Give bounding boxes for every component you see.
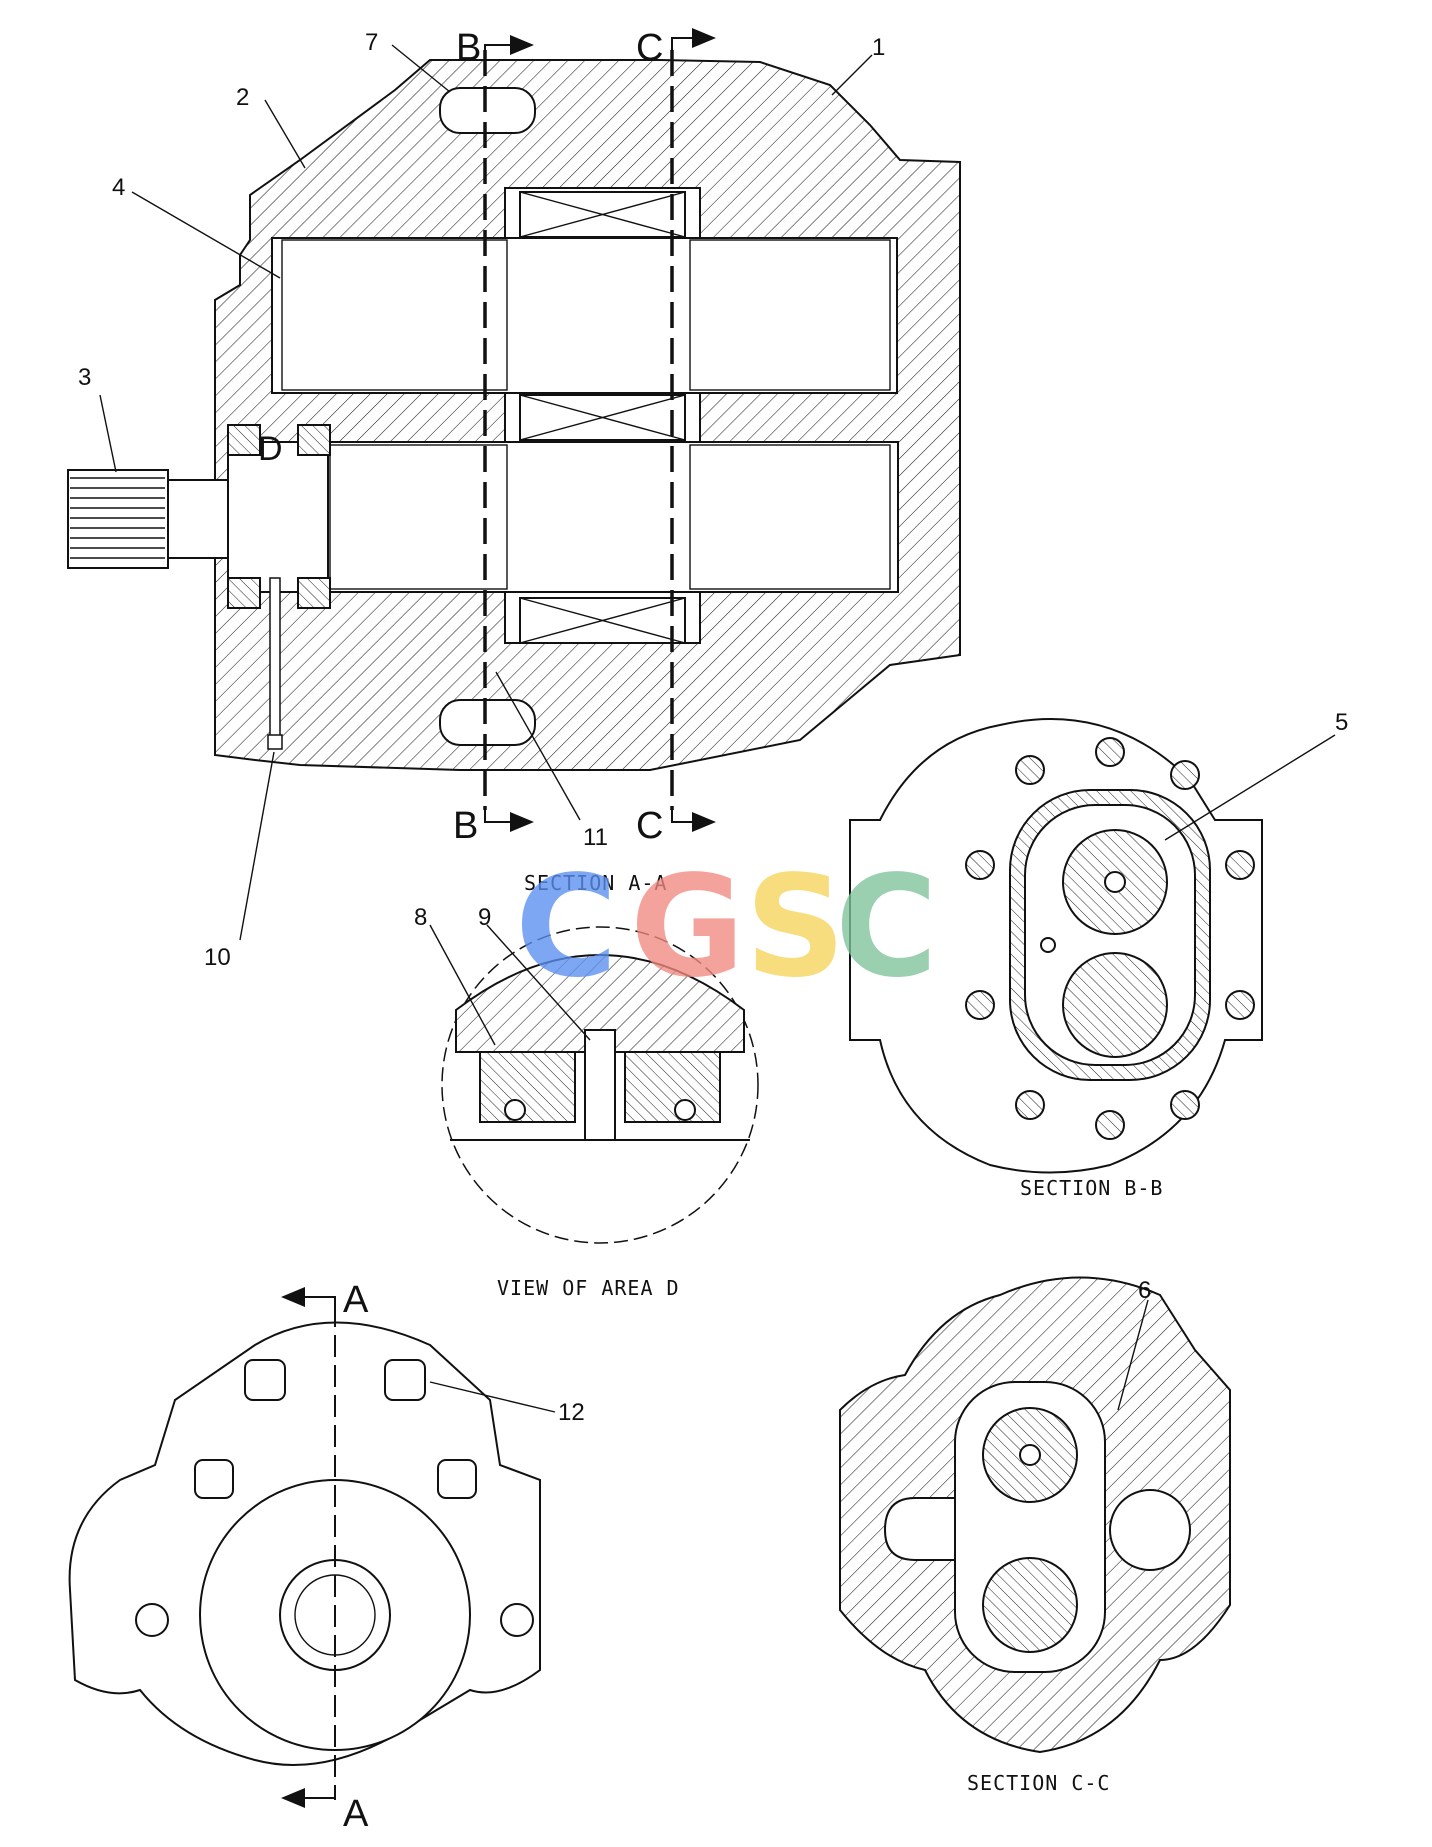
section-bb-lower-gear (1062, 952, 1168, 1058)
section-cc-inlet (883, 1497, 956, 1561)
cgsc-watermark: C G S C (515, 846, 938, 1009)
section-mark-c-top: C (636, 27, 663, 69)
callout-7: 7 (365, 29, 378, 56)
section-cc-outlet (1109, 1489, 1191, 1571)
caption-section-cc: SECTION C-C (967, 1771, 1110, 1795)
lower-gear-bore (319, 441, 899, 593)
port-bottom (439, 699, 536, 746)
splined-shaft (67, 469, 169, 569)
callout-4: 4 (112, 174, 125, 201)
area-d-seal-right (624, 1051, 721, 1123)
area-d-housing (455, 954, 745, 1053)
callout-1: 1 (872, 34, 885, 61)
section-bb-view: 5 SECTION B-B (849, 709, 1348, 1200)
seal-lower-left (227, 577, 261, 609)
caption-view-area-d: VIEW OF AREA D (497, 1276, 680, 1300)
front-view: A A 12 (68, 1279, 585, 1835)
area-d-spacer (584, 1029, 616, 1141)
section-mark-a-top: A (343, 1279, 369, 1321)
seal-lower-right (297, 577, 331, 609)
callout-5: 5 (1335, 709, 1348, 736)
seal-housing (227, 441, 329, 593)
caption-section-aa: SECTION A-A (524, 871, 667, 895)
callout-3: 3 (78, 364, 91, 391)
section-aa-view: B B C C D 7 2 4 3 1 11 10 SECTION A-A (67, 27, 961, 971)
watermark-letter-3: S (745, 846, 846, 1009)
area-d-seal-left (479, 1051, 576, 1123)
watermark-letter-4: C (835, 846, 938, 1009)
view-area-d: 8 9 VIEW OF AREA D (414, 904, 759, 1300)
section-mark-b-bottom: B (453, 805, 478, 847)
watermark-letter-1: C (515, 846, 618, 1009)
area-d-marker: D (258, 430, 283, 468)
section-mark-b-top: B (456, 27, 481, 69)
upper-gear-bore (271, 237, 898, 394)
callout-8: 8 (414, 904, 427, 931)
caption-section-bb: SECTION B-B (1020, 1176, 1163, 1200)
section-cc-view: 6 SECTION C-C (839, 1276, 1231, 1795)
drain-passage (269, 577, 281, 749)
callout-12: 12 (558, 1399, 585, 1426)
port-top (439, 87, 536, 134)
callout-2: 2 (236, 84, 249, 111)
callout-11: 11 (583, 824, 608, 851)
seal-upper-left (227, 424, 261, 456)
section-cc-lower-gear (982, 1557, 1078, 1653)
section-mark-a-bottom: A (343, 1793, 369, 1835)
watermark-letter-2: G (630, 846, 745, 1009)
callout-6: 6 (1138, 1277, 1151, 1304)
callout-9: 9 (478, 904, 491, 931)
shaft-neck (167, 479, 229, 559)
callout-10: 10 (204, 944, 231, 971)
section-mark-c-bottom: C (636, 805, 663, 847)
seal-upper-right (297, 424, 331, 456)
